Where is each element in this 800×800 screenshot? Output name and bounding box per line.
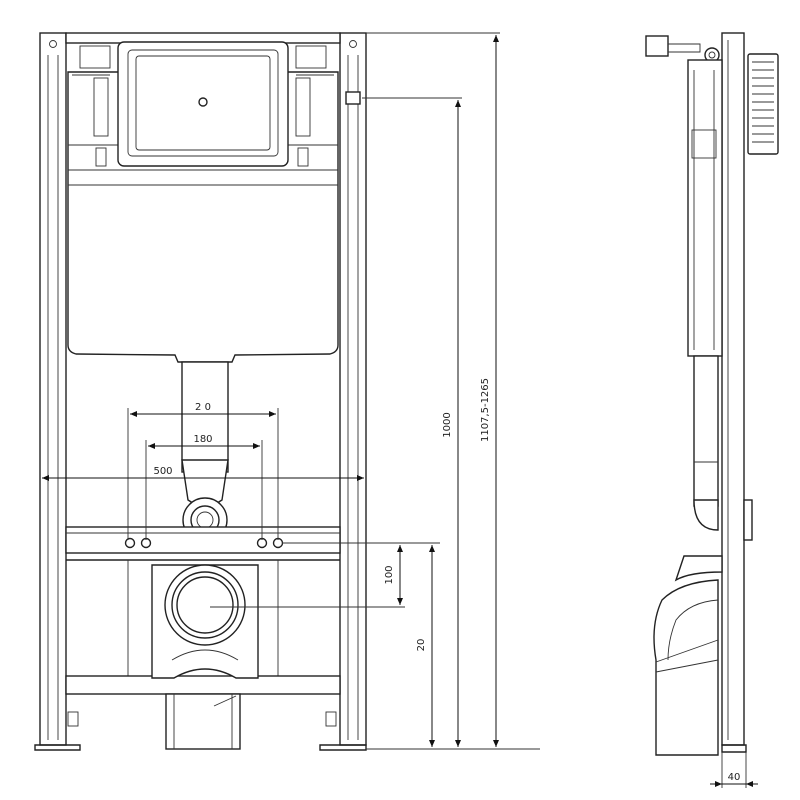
side-flush-pipe [693,355,719,507]
height-marker [345,91,361,105]
dim-label-height-drain: 20 [416,639,427,652]
right-foot [319,744,367,751]
dim-label-depth: 40 [728,772,741,783]
flush-pipe [181,361,229,473]
left-mount-hole [49,40,57,48]
dim-label-width-upper: 2 0 [195,402,211,413]
dim-label-width-middle: 180 [193,434,212,445]
left-frame-post [39,32,67,746]
side-top-bracket [645,35,669,57]
left-foot [34,744,81,751]
right-frame-post [339,32,367,746]
bottom-rail [65,675,341,695]
side-cistern [687,59,723,357]
actuator-hole [198,97,208,107]
flush-opening [117,41,289,167]
stud-1 [124,537,136,549]
dim-label-height-button: 1000 [442,412,453,437]
side-view: 40 [645,32,779,788]
right-mount-hole [349,40,357,48]
side-bowl-bracket [674,555,723,582]
mounting-bar [65,526,341,554]
dimension-lines: 2 0 180 500 1107,5-1265 1000 20 100 [42,32,540,750]
drain-pipe [165,693,241,750]
side-drain-elbow [653,579,719,756]
front-view [34,32,367,751]
dim-label-height-overall: 1107,5-1265 [480,378,491,442]
dim-label-offset-drain: 100 [384,565,395,584]
dim-label-frame-width: 500 [153,466,172,477]
side-actuator-plate [747,53,779,155]
side-frame-post [721,32,745,746]
